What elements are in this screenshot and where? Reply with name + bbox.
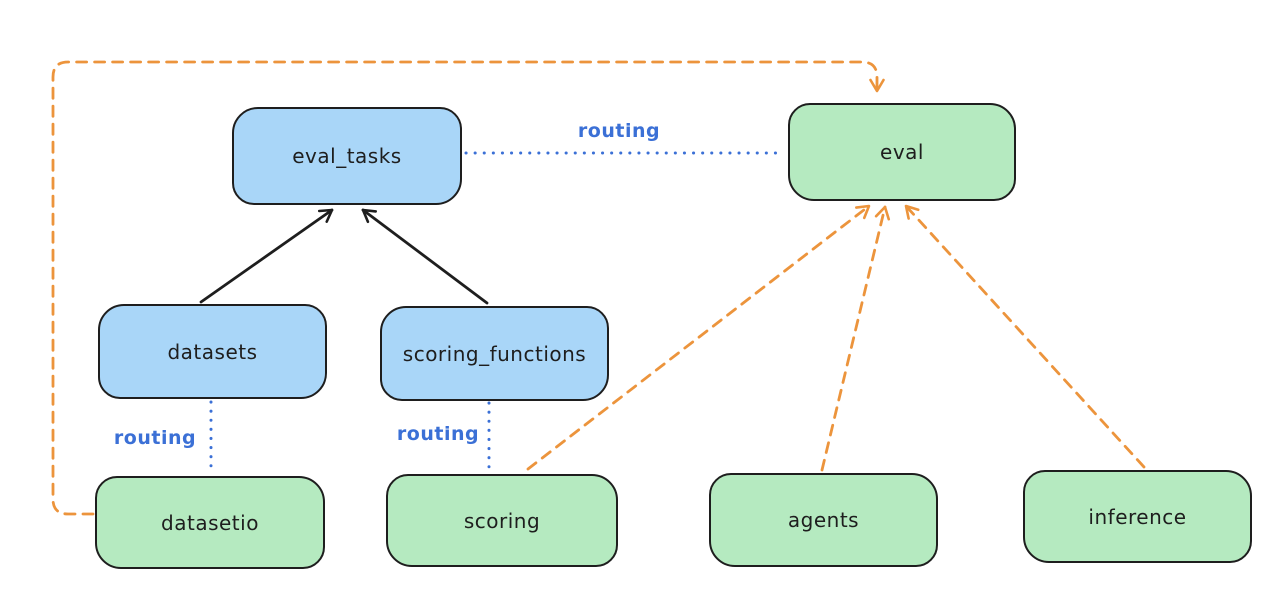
node-scoring-functions-label: scoring_functions [402, 341, 587, 366]
node-eval-label: eval [880, 140, 924, 164]
edge-label-routing-scoring-functions-scoring: routing [396, 423, 480, 445]
edge-agents-to-eval [820, 205, 891, 472]
node-scoring: scoring [386, 474, 618, 567]
edge-datasets-to-eval-tasks [199, 208, 334, 304]
node-agents-label: agents [787, 508, 860, 532]
node-eval-tasks: eval_tasks [232, 107, 462, 205]
node-agents: agents [709, 473, 938, 567]
node-eval-tasks-label: eval_tasks [292, 144, 402, 168]
edge-inference-to-eval [904, 204, 1146, 469]
node-datasets-label: datasets [167, 339, 258, 364]
edge-scoring-to-eval [526, 204, 871, 471]
node-eval: eval [788, 103, 1016, 201]
node-datasetio: datasetio [95, 476, 325, 569]
edge-label-routing-datasets-datasetio: routing [113, 427, 197, 449]
node-scoring-functions: scoring_functions [380, 306, 609, 401]
edge-scoring-functions-to-eval-tasks [361, 208, 489, 305]
node-inference: inference [1023, 470, 1252, 563]
node-datasets: datasets [98, 304, 327, 399]
node-datasetio-label: datasetio [161, 510, 259, 535]
node-scoring-label: scoring [463, 508, 541, 533]
node-inference-label: inference [1088, 504, 1187, 529]
edge-datasetio-to-eval [51, 60, 885, 516]
edge-label-routing-eval-tasks-eval: routing [577, 120, 661, 142]
